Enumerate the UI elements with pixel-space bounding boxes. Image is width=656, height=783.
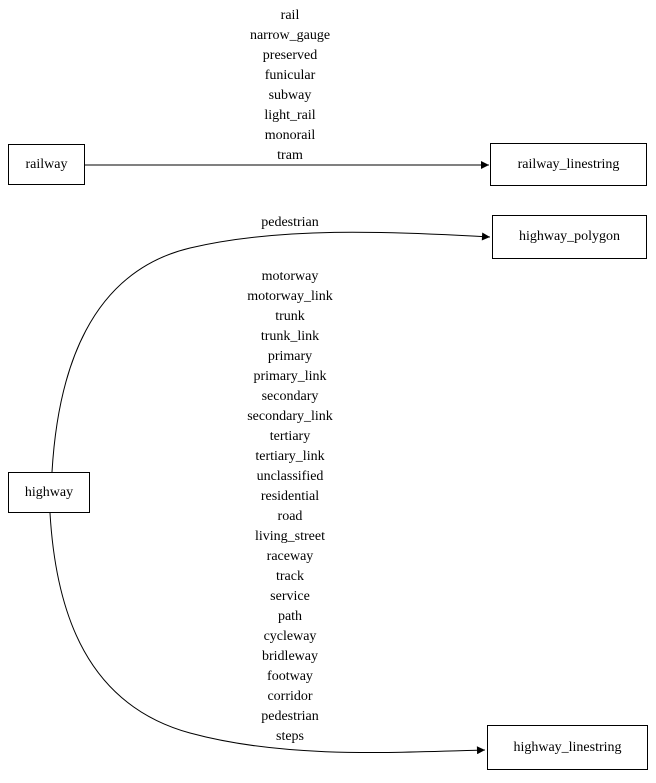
edge-label-line: road <box>277 509 303 524</box>
edge-label-line: footway <box>267 669 313 684</box>
edge-label-line: tertiary_link <box>255 449 325 464</box>
edge-label-line: narrow_gauge <box>249 28 331 43</box>
edge-label-line: rail <box>280 8 300 23</box>
edge-label-railway-to-railway-linestring: rail narrow_gauge preserved funicular subway… <box>190 6 390 166</box>
edge-label-line: trunk_link <box>260 329 320 344</box>
edge-label-line: corridor <box>267 689 313 704</box>
edge-label-line: living_street <box>255 529 325 544</box>
node-highway: highway <box>8 472 90 513</box>
edge-label-line: residential <box>260 489 320 504</box>
edge-label-line: pedestrian <box>261 215 319 230</box>
node-railway-label: railway <box>25 156 68 172</box>
edge-label-line: primary <box>267 349 313 364</box>
edge-label-line: motorway <box>261 269 319 284</box>
edge-label-line: pedestrian <box>261 709 319 724</box>
edge-label-line: steps <box>276 729 304 744</box>
node-highway-label: highway <box>24 484 74 500</box>
edge-label-line: tram <box>277 148 303 163</box>
edge-label-line: light_rail <box>264 108 316 123</box>
node-highway-linestring: highway_linestring <box>487 725 648 770</box>
edge-label-line: trunk <box>275 309 305 324</box>
edge-label-line: tertiary <box>269 429 311 444</box>
edge-label-line: bridleway <box>262 649 318 664</box>
node-railway: railway <box>8 144 85 185</box>
edge-highway-to-highway-linestring <box>49 512 486 755</box>
edge-label-line: raceway <box>266 549 314 564</box>
edge-label-line: subway <box>268 88 312 103</box>
edge-label-line: funicular <box>264 68 316 83</box>
edge-label-line: unclassified <box>256 469 324 484</box>
node-highway-polygon-label: highway_polygon <box>518 229 621 244</box>
edge-label-line: cycleway <box>263 629 317 644</box>
node-highway-linestring-label: highway_linestring <box>513 739 622 755</box>
edge-label-line: primary_link <box>253 369 327 384</box>
edge-label-line: preserved <box>262 48 318 63</box>
node-railway-linestring-label: railway_linestring <box>517 156 620 172</box>
edge-label-line: service <box>270 589 310 604</box>
edge-label-line: motorway_link <box>247 289 333 304</box>
edge-label-line: path <box>277 609 303 624</box>
node-railway-linestring: railway_linestring <box>490 143 647 186</box>
edge-label-line: monorail <box>264 128 316 143</box>
edge-label-line: track <box>276 569 304 584</box>
edge-label-highway-to-highway-polygon: pedestrian <box>190 213 390 233</box>
node-highway-polygon: highway_polygon <box>492 215 647 259</box>
edge-label-line: secondary <box>261 389 319 404</box>
edge-label-line: secondary_link <box>247 409 333 424</box>
edge-highway-to-highway-polygon <box>51 231 491 473</box>
